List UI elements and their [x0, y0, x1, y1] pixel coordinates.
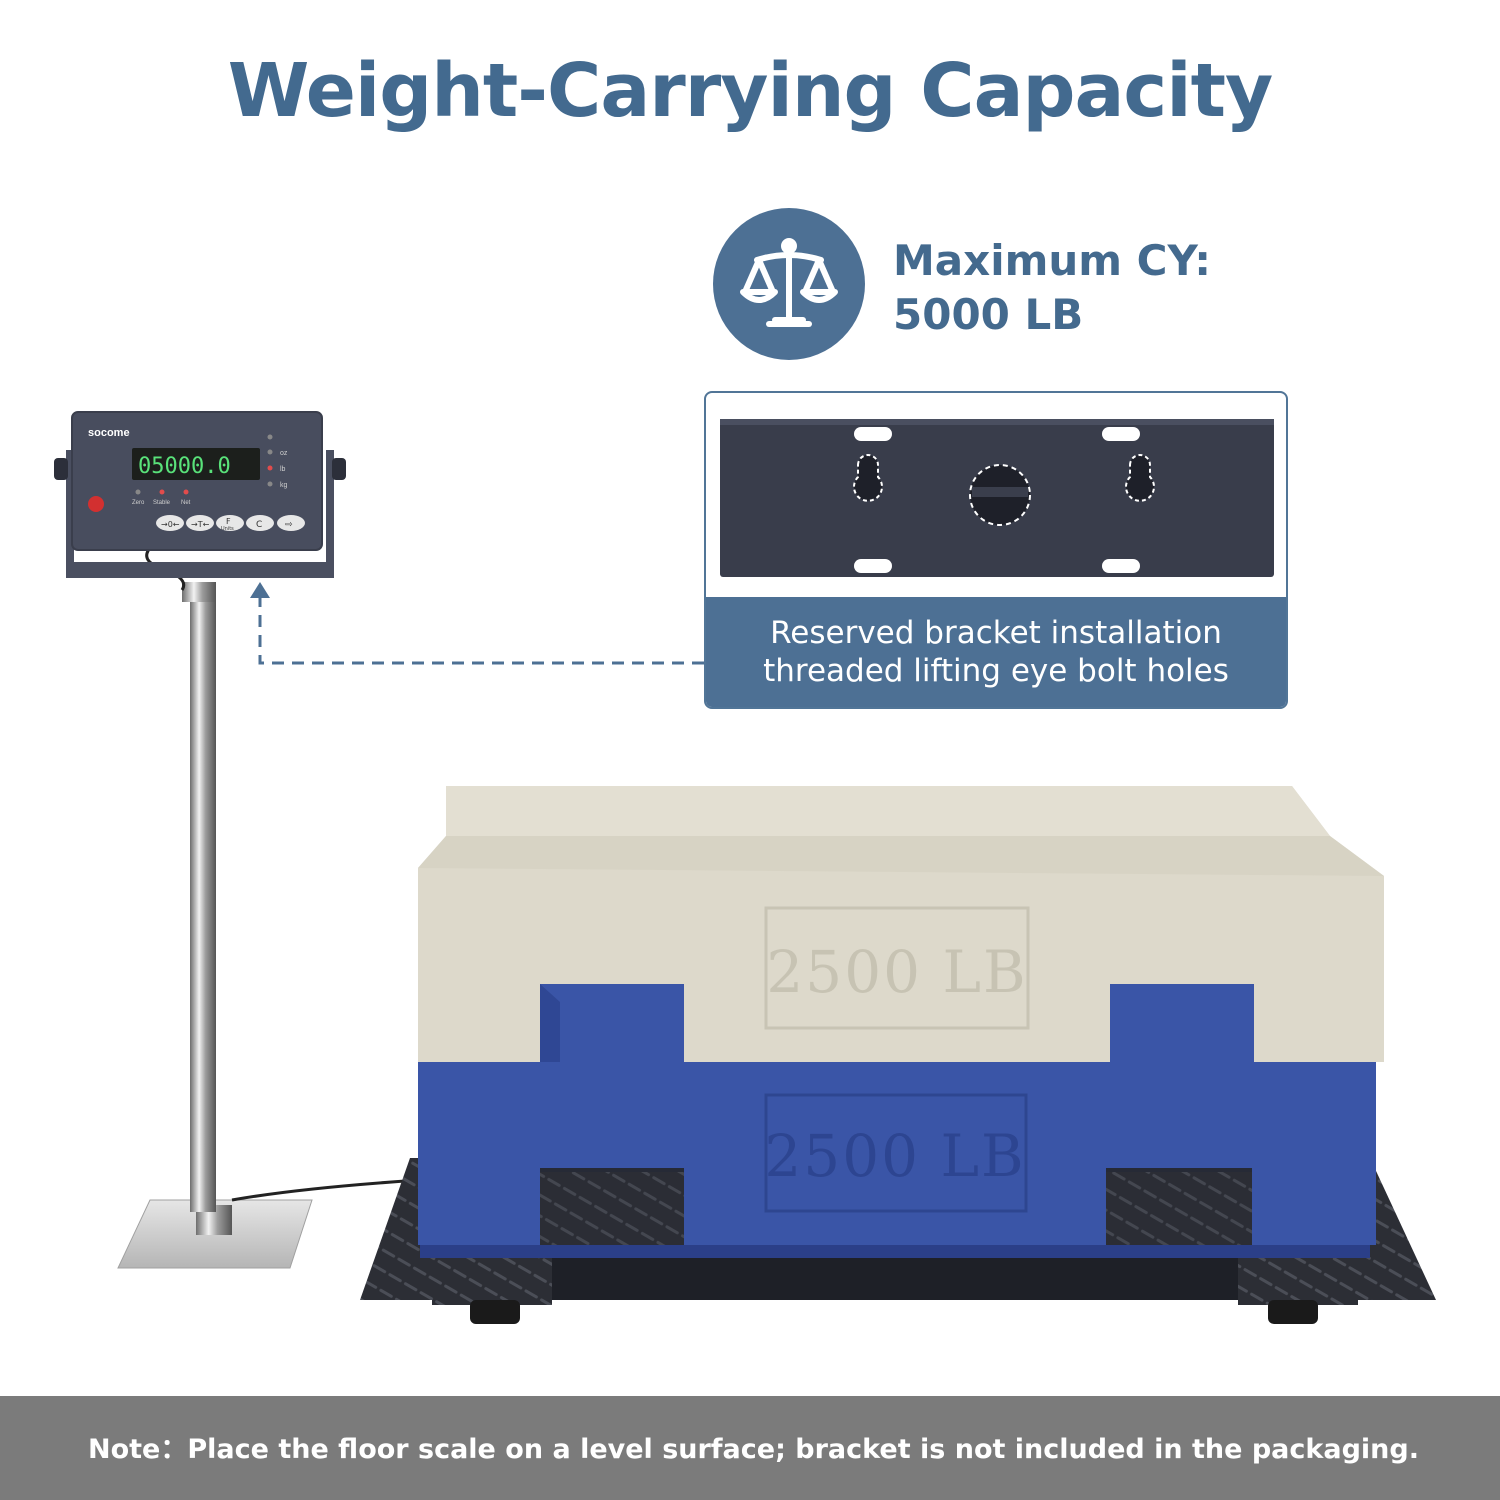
bracket-caption-line-1: Reserved bracket installation — [770, 615, 1222, 651]
scale-indicator: socome 05000.0 oz lb kg Zero Stable Net … — [54, 411, 421, 1269]
bracket-caption-line-2: threaded lifting eye bolt holes — [763, 653, 1229, 689]
pointer-connector — [250, 582, 704, 665]
unit-kg: kg — [280, 482, 288, 489]
bracket-detail-panel: Reserved bracket installation threaded l… — [704, 391, 1288, 709]
bottom-weight-label: 2500 LB — [764, 1122, 1025, 1190]
key-units-sublabel: Units — [221, 526, 234, 532]
status-zero: Zero — [132, 500, 145, 506]
capacity-label: Maximum CY: — [893, 236, 1212, 285]
note-bar: Note：Place the floor scale on a level su… — [0, 1396, 1500, 1500]
capacity-value: 5000 LB — [893, 290, 1084, 339]
note-text: Note：Place the floor scale on a level su… — [88, 1434, 1419, 1465]
bracket-plate-image — [720, 419, 1274, 577]
indicator-brand: socome — [88, 427, 130, 439]
floor-scale-with-weights: 2500 LB 2500 LB — [360, 786, 1436, 1324]
bracket-caption: Reserved bracket installation threaded l… — [706, 597, 1286, 707]
unit-oz: oz — [280, 450, 288, 457]
status-stable: Stable — [153, 500, 171, 506]
key-function: F — [226, 517, 231, 526]
key-print: ⇨ — [285, 520, 293, 530]
page-title: Weight-Carrying Capacity — [227, 48, 1274, 134]
key-tare: →T← — [191, 520, 210, 529]
key-clear: C — [256, 520, 262, 530]
balance-scale-icon — [713, 208, 865, 360]
key-zero: →0← — [161, 520, 180, 529]
status-net: Net — [181, 500, 191, 506]
indicator-display: 05000.0 — [138, 454, 231, 479]
top-weight-label: 2500 LB — [766, 938, 1027, 1006]
unit-lb: lb — [280, 466, 286, 473]
